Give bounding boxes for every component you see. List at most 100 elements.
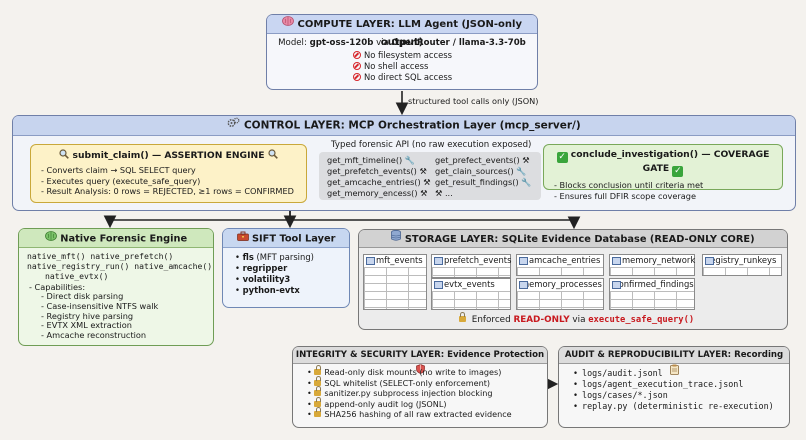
capability-item: - EVTX XML extraction: [41, 320, 132, 331]
audit-list: logs/audit.jsonl logs/agent_execution_tr…: [573, 368, 789, 412]
toolbox-icon: [236, 229, 249, 248]
native-functions: native_mft() native_prefetch() native_re…: [27, 251, 213, 281]
storage-layer-title: STORAGE LAYER: SQLite Evidence Database …: [404, 234, 755, 245]
api-function: get_memory_encess() ⚒: [327, 188, 428, 198]
magnifier-icon: [59, 149, 70, 162]
audit-layer-title: AUDIT & REPRODUCIBILITY LAYER: Recording: [564, 350, 784, 360]
coverage-gate-header: ✓ conclude_investigation() — COVERAGE GA…: [544, 149, 782, 177]
restriction-item: No direct SQL access: [353, 72, 537, 83]
lock-icon: [314, 375, 322, 386]
lock-icon: [314, 386, 322, 397]
assertion-item: - Converts claim → SQL SELECT query: [41, 165, 196, 175]
compute-restrictions: No filesystem access No shell access No …: [353, 50, 537, 83]
compute-layer-box: COMPUTE LAYER: LLM Agent (JSON-only outp…: [266, 14, 538, 90]
typed-api-panel: get_mft_timeline() 🔧 get_prefetch_events…: [319, 152, 541, 200]
typed-api-title: Typed forensic API (no raw execution exp…: [331, 140, 532, 150]
restriction-item: No shell access: [353, 61, 537, 72]
readonly-note: Enforced READ-ONLY via execute_safe_quer…: [459, 312, 694, 325]
compute-layer-title: COMPUTE LAYER: LLM Agent (JSON-only outp…: [297, 19, 522, 48]
sift-tool-title: SIFT Tool Layer: [251, 233, 336, 245]
db-table: registry_runkeys: [702, 254, 782, 276]
capability-item: - Case-insensitive NTFS walk: [41, 300, 159, 311]
capabilities-label: - Capabilities:: [29, 282, 86, 292]
tools-icon: ⚒: [423, 177, 431, 187]
wrench-icon: 🔧: [404, 155, 416, 165]
arrow-control-to-storage: [290, 216, 581, 230]
api-function: get_prefetch_events() ⚒: [327, 166, 427, 176]
tools-icon: ⚒: [522, 155, 530, 165]
capability-item: - Direct disk parsing: [41, 291, 124, 301]
audit-layer-box: AUDIT & REPRODUCIBILITY LAYER: Recording…: [558, 346, 790, 428]
magnifier-icon: [268, 149, 278, 162]
api-function: get_mft_timeline() 🔧: [327, 155, 416, 165]
checkmark-icon: ✓: [556, 152, 568, 163]
prohibited-icon: [353, 73, 361, 81]
brain-icon: [282, 15, 294, 33]
prohibited-icon: [353, 51, 361, 59]
assertion-item: - Executes query (execute_safe_query): [41, 175, 201, 186]
integrity-list: • Read-only disk mounts (no write to ima…: [307, 365, 547, 420]
wrench-icon: 🔧: [516, 166, 527, 176]
integrity-item: • append-only audit log (JSONL): [307, 396, 447, 409]
integrity-layer-box: INTEGRITY & SECURITY LAYER: Evidence Pro…: [292, 346, 548, 428]
assertion-engine-title: submit_claim() — ASSERTION ENGINE: [72, 150, 265, 161]
integrity-item: • Read-only disk mounts (no write to ima…: [307, 365, 502, 377]
sift-tool-list: • fls (MFT parsing) • regripper • volati…: [235, 252, 349, 296]
lock-icon: [314, 407, 322, 418]
gears-icon: [227, 116, 240, 135]
coverage-gate-box: ✓ conclude_investigation() — COVERAGE GA…: [543, 144, 783, 201]
database-icon: [391, 230, 402, 248]
tools-icon: ⚒: [419, 166, 427, 176]
api-function: get_clain_sources() 🔧: [435, 166, 527, 176]
assertion-engine-box: submit_claim() — ASSERTION ENGINE - Conv…: [30, 144, 307, 203]
gate-item: - Ensures full DFIR scope coverage: [554, 190, 697, 201]
model-via: via: [376, 38, 389, 48]
db-table: prefetch_events: [431, 254, 511, 278]
integrity-item: • sanitizer.py subprocess injection bloc…: [307, 386, 493, 399]
assertion-engine-header: submit_claim() — ASSERTION ENGINE: [31, 149, 306, 162]
audit-item: logs/audit.jsonl: [573, 368, 789, 379]
db-table: evtx_events: [431, 278, 511, 310]
sift-tool-box: SIFT Tool Layer • fls (MFT parsing) • re…: [222, 228, 350, 308]
native-engine-box: Native Forensic Engine native_mft() nati…: [18, 228, 214, 346]
wrench-icon: 🔧: [521, 177, 532, 187]
audit-item: replay.py (deterministic re-execution): [573, 401, 789, 412]
model-line: Model: gpt-oss-120b via OpenRouter / lla…: [267, 38, 537, 48]
audit-item: logs/cases/*.json: [573, 390, 789, 401]
audit-item: logs/agent_execution_trace.jsonl: [573, 379, 789, 390]
integrity-layer-title: INTEGRITY & SECURITY LAYER: Evidence Pro…: [295, 350, 545, 360]
tool-item: • fls (MFT parsing): [235, 252, 314, 262]
native-engine-header: Native Forensic Engine: [19, 229, 213, 248]
checkmark-icon: ✓: [672, 166, 684, 177]
arrow-control-to-native: [103, 211, 291, 229]
db-table: mft_events: [363, 254, 427, 310]
sift-tool-header: SIFT Tool Layer: [223, 229, 349, 248]
integrity-layer-header: INTEGRITY & SECURITY LAYER: Evidence Pro…: [293, 347, 547, 374]
tools-icon: ⚒: [420, 188, 428, 198]
api-function: get_amcache_entries() ⚒: [327, 177, 431, 187]
integrity-item: • SHA256 hashing of all raw extracted ev…: [307, 407, 512, 420]
tools-icon: ⚒: [435, 188, 443, 198]
storage-layer-header: STORAGE LAYER: SQLite Evidence Database …: [359, 230, 787, 248]
db-table: confirmed_findings: [609, 278, 695, 310]
shield-icon: [415, 364, 425, 381]
model-provider: OpenRouter / llama-3.3-70b: [391, 38, 526, 48]
tool-item: • regripper: [235, 263, 288, 273]
control-layer-title: CONTROL LAYER: MCP Orchestration Layer (…: [243, 119, 581, 132]
lock-icon: [459, 312, 466, 322]
compute-layer-header: COMPUTE LAYER: LLM Agent (JSON-only outp…: [267, 15, 537, 48]
coverage-gate-list: - Blocks conclusion until criteria met -…: [554, 180, 782, 201]
brain-icon: [44, 229, 57, 248]
prohibited-icon: [353, 62, 361, 70]
api-function: ⚒ ...: [435, 188, 453, 198]
native-engine-title: Native Forensic Engine: [60, 233, 188, 245]
coverage-gate-title: conclude_investigation() — COVERAGE GATE: [570, 149, 770, 174]
api-function: get_result_findings() 🔧: [435, 177, 532, 187]
integrity-item: • SQL whitelist (SELECT-only enforcement…: [307, 375, 491, 388]
lock-icon: [314, 396, 322, 407]
db-table: memory_network: [609, 254, 695, 276]
gate-item: - Blocks conclusion until criteria met: [554, 180, 704, 190]
tool-item: • volatility3: [235, 274, 291, 284]
clipboard-icon: [669, 364, 679, 382]
